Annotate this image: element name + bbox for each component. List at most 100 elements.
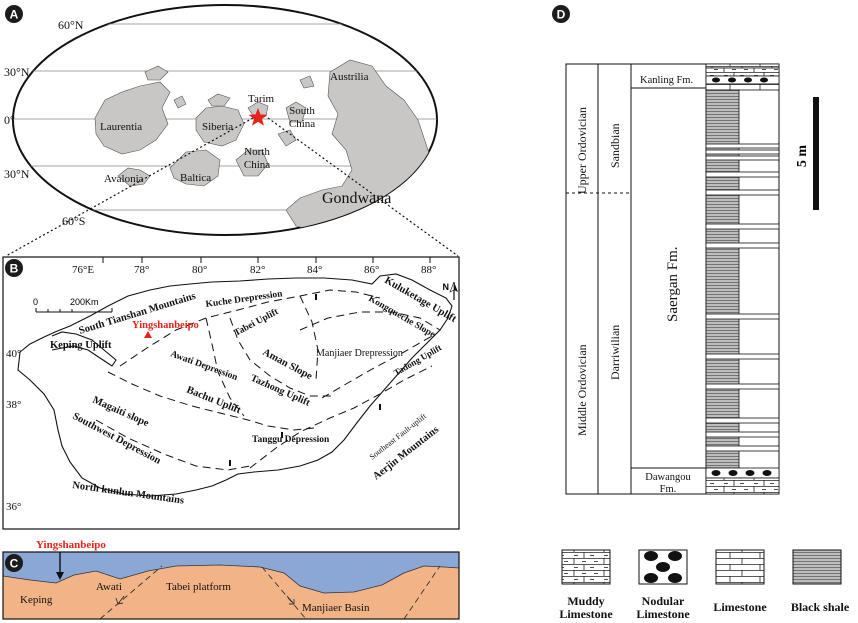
continent-label: Avalonia	[104, 173, 144, 185]
panel-a-lat-labels: 60°N 30°N 0° 30°N 60°S	[4, 18, 85, 228]
series-label: Upper Ordovician	[575, 107, 589, 194]
site-arrow-head-icon	[56, 572, 64, 580]
lon-label: 78°	[134, 264, 149, 276]
tarim-star-icon	[248, 108, 268, 126]
tarim-basin-outline	[17, 273, 453, 497]
formation-label: Saergan Fm.	[665, 246, 681, 322]
legend-label: Limestone	[713, 600, 767, 614]
unit-label-c: Awati	[96, 581, 122, 593]
fault-arrows-c	[115, 595, 295, 605]
stage-label: Darriwilian	[608, 325, 622, 380]
panel-a-badge	[5, 5, 23, 23]
connector-line-right	[267, 117, 459, 257]
tectonic-boundaries	[95, 289, 441, 471]
fault-marks	[229, 294, 381, 466]
panel-a-letter: A	[10, 8, 19, 22]
lon-ticks	[102, 257, 431, 263]
laurentia-island	[144, 65, 169, 81]
series-label: Middle Ordovician	[575, 344, 589, 436]
legend-swatch-shale	[792, 549, 842, 585]
strat-labels: Upper Ordovician Middle Ordovician Sandb…	[575, 75, 693, 495]
panel-c-badge	[5, 554, 23, 572]
lat-label: 60°N	[58, 18, 84, 32]
site-label-c: Yingshanbeipo	[36, 539, 106, 551]
lat-label: 60°S	[62, 214, 85, 228]
siberia-island	[207, 93, 231, 107]
limestone-interbeds	[705, 143, 780, 452]
fault-lines-c	[99, 565, 441, 620]
panel-b-badge	[5, 259, 23, 277]
muddy-limestone-bed	[705, 67, 780, 77]
continent-label: Laurentia	[100, 121, 142, 133]
lon-label: 88°	[421, 264, 436, 276]
lat-label-b: 40°	[6, 348, 21, 360]
depth-scale-label: 5 m	[795, 145, 810, 168]
lon-label: 84°	[307, 264, 322, 276]
lat-label-b: 38°	[6, 399, 21, 411]
nodule-marks	[711, 470, 772, 476]
scale-bar	[35, 308, 113, 313]
small-island-1	[277, 129, 297, 147]
scale-label: 200Km	[70, 297, 99, 307]
unit-label: Manjiaer Drepression	[316, 348, 403, 359]
lon-label: 82°	[250, 264, 265, 276]
unit-label-c: Manjiaer Basin	[302, 602, 370, 614]
north-label: N	[443, 282, 450, 292]
continent-label: Austrilia	[330, 71, 369, 83]
legend-label: Black shale	[791, 600, 850, 614]
lon-label: 76°E	[72, 264, 94, 276]
panel-c-frame	[2, 551, 460, 620]
panel-d: D	[552, 5, 850, 621]
unit-label: Tanggu Depression	[252, 435, 330, 445]
panel-d-letter: D	[557, 8, 566, 22]
panel-a: A 60°N 30°N 0° 30°N 60°S Laurentia Siber…	[4, 4, 459, 257]
panel-d-badge	[552, 5, 570, 23]
unit-label-c: Tabei platform	[166, 581, 231, 593]
laurentia-landmass	[94, 81, 171, 155]
scale-zero: 0	[33, 297, 38, 307]
continent-label: Baltica	[180, 172, 211, 184]
panel-c-letter: C	[10, 557, 19, 571]
basin-rock	[2, 564, 460, 620]
continent-label: Tarim	[248, 93, 275, 105]
formation-label: Kanling Fm.	[640, 75, 693, 86]
south-china-landmass	[285, 101, 307, 123]
panel-c-labels: Keping Awati Tabei platform Manjiaer Bas…	[20, 581, 370, 614]
depth-scale-bar	[813, 97, 819, 210]
small-island-3	[299, 75, 315, 89]
lat-label: 30°N	[4, 65, 30, 79]
legend-swatch-limestone	[715, 549, 765, 585]
panel-b-letter: B	[10, 262, 19, 276]
limestone-bed	[705, 63, 780, 69]
unit-label-c: Keping	[20, 594, 53, 606]
legend-swatch-muddy	[561, 549, 611, 585]
lon-label: 80°	[192, 264, 207, 276]
panel-b-lon-labels: 76°E 78° 80° 82° 84° 86° 88° 40° 38° 36°	[6, 264, 436, 513]
nodule-marks	[712, 77, 768, 83]
keping-inlet	[51, 331, 117, 367]
lat-label: 30°N	[4, 167, 30, 181]
panel-b-frame	[2, 256, 460, 530]
continent-label: Gondwana	[322, 190, 391, 207]
north-china-landmass	[235, 149, 269, 177]
lat-label-b: 36°	[6, 501, 21, 513]
lithology-column	[705, 63, 780, 495]
muddy-limestone-bed	[705, 477, 780, 495]
panel-c: Yingshanbeipo C Keping Awati Tabei platf…	[2, 539, 460, 620]
north-arrow-icon	[449, 281, 458, 300]
site-triangle-icon	[144, 331, 152, 338]
small-island-2	[173, 95, 187, 109]
connector-line-left	[5, 117, 254, 257]
lon-label: 86°	[364, 264, 379, 276]
legend-nodules	[644, 551, 682, 583]
site-label: Yingshanbeipo	[132, 320, 199, 331]
unit-label: Keping Uplift	[50, 340, 112, 351]
siberia-landmass	[195, 105, 245, 147]
lat-label: 0°	[4, 113, 15, 127]
